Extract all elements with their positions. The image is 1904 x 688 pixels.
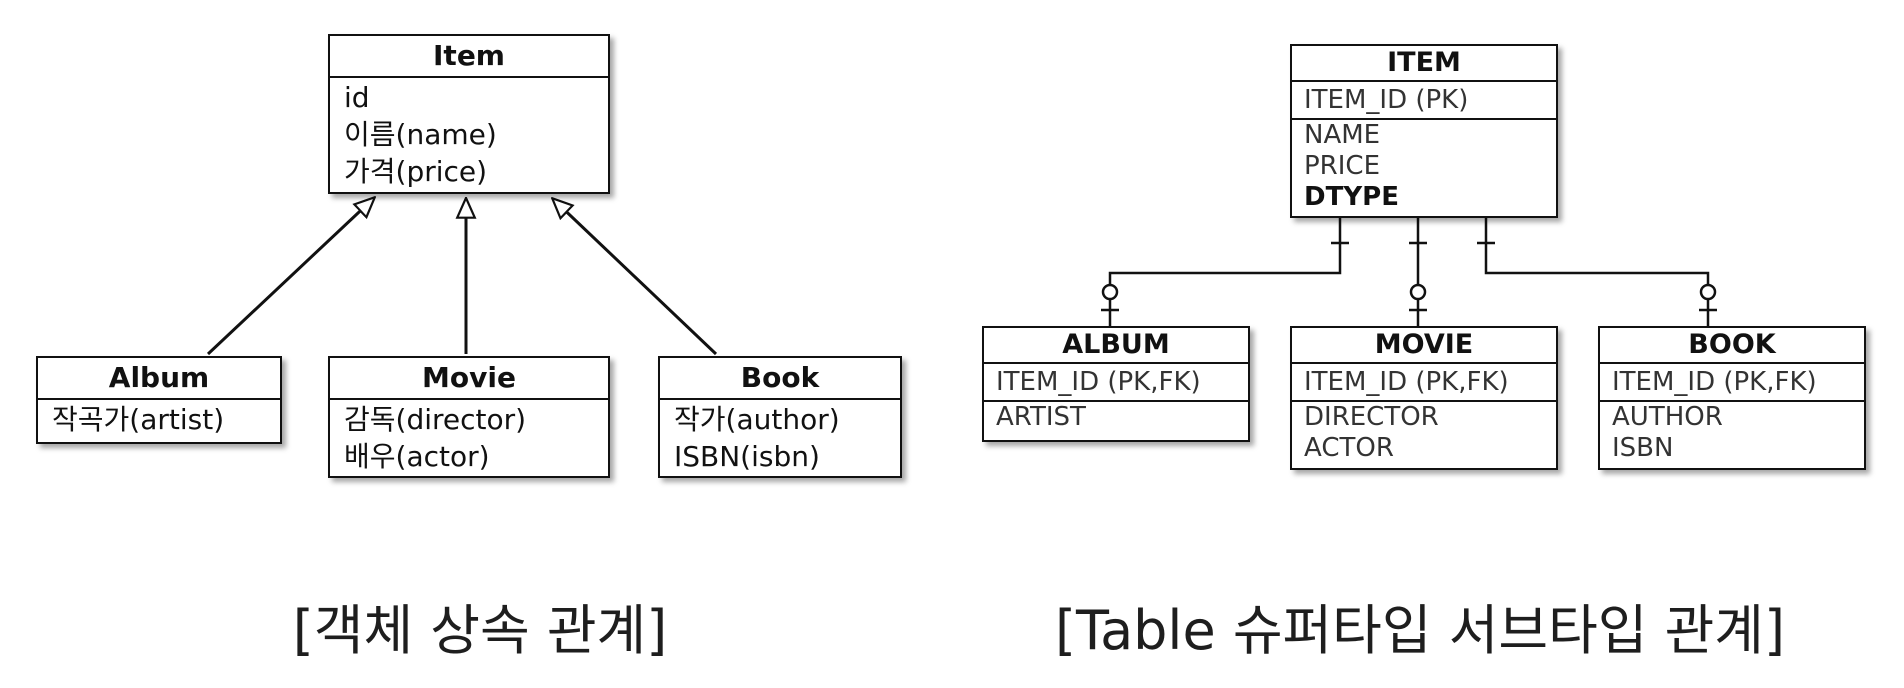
album-table-attributes: ARTIST xyxy=(984,402,1248,433)
erd-relationships xyxy=(1101,218,1717,326)
class-attribute: 작곡가(artist) xyxy=(52,403,225,436)
table-column: ARTIST xyxy=(996,402,1086,432)
table-column: PRICE xyxy=(1304,151,1380,181)
movie-table-title: MOVIE xyxy=(1292,328,1556,364)
table-column: ISBN xyxy=(1612,433,1674,463)
table-column: ACTOR xyxy=(1304,433,1394,463)
item-table-box: ITEM ITEM_ID (PK) NAME PRICE DTYPE xyxy=(1290,44,1558,218)
item-class-box: Item id 이름(name) 가격(price) xyxy=(328,34,610,194)
book-table-key: ITEM_ID (PK,FK) xyxy=(1600,364,1864,402)
book-to-item-arrow xyxy=(553,199,718,356)
item-class-attributes: id 이름(name) 가격(price) xyxy=(330,78,608,191)
book-class-attributes: 작가(author) ISBN(isbn) xyxy=(660,400,900,476)
book-table-title: BOOK xyxy=(1600,328,1864,364)
inheritance-arrows xyxy=(206,198,718,356)
table-model-caption: [Table 슈퍼타입 서브타입 관계] xyxy=(1054,599,1786,662)
movie-class-title: Movie xyxy=(330,358,608,400)
class-attribute: 배우(actor) xyxy=(344,440,490,473)
book-class-title: Book xyxy=(660,358,900,400)
item-table-title: ITEM xyxy=(1292,46,1556,82)
class-attribute: id xyxy=(344,81,370,114)
album-to-item-arrow xyxy=(206,198,374,356)
book-table-attributes: AUTHOR ISBN xyxy=(1600,402,1864,464)
movie-table-box: MOVIE ITEM_ID (PK,FK) DIRECTOR ACTOR xyxy=(1290,326,1558,470)
album-class-title: Album xyxy=(38,358,280,400)
class-attribute: 가격(price) xyxy=(344,155,488,188)
item-table-key: ITEM_ID (PK) xyxy=(1292,82,1556,120)
album-class-attributes: 작곡가(artist) xyxy=(38,400,280,439)
movie-class-box: Movie 감독(director) 배우(actor) xyxy=(328,356,610,478)
item-album-relation xyxy=(1108,218,1342,326)
object-model-caption: [객체 상속 관계] xyxy=(292,599,668,662)
item-table-attributes: NAME PRICE DTYPE xyxy=(1292,120,1556,213)
class-attribute: 작가(author) xyxy=(674,403,840,436)
table-column: NAME xyxy=(1304,120,1381,150)
movie-table-key: ITEM_ID (PK,FK) xyxy=(1292,364,1556,402)
class-attribute: ISBN(isbn) xyxy=(674,440,820,473)
movie-class-attributes: 감독(director) 배우(actor) xyxy=(330,400,608,476)
class-attribute: 이름(name) xyxy=(344,118,497,151)
table-column: DIRECTOR xyxy=(1304,402,1439,432)
table-column-discriminator: DTYPE xyxy=(1304,182,1399,212)
album-table-box: ALBUM ITEM_ID (PK,FK) ARTIST xyxy=(982,326,1250,442)
item-class-title: Item xyxy=(330,36,608,78)
book-class-box: Book 작가(author) ISBN(isbn) xyxy=(658,356,902,478)
movie-table-attributes: DIRECTOR ACTOR xyxy=(1292,402,1556,464)
book-table-box: BOOK ITEM_ID (PK,FK) AUTHOR ISBN xyxy=(1598,326,1866,470)
item-book-relation xyxy=(1484,218,1710,326)
album-class-box: Album 작곡가(artist) xyxy=(36,356,282,444)
table-column: AUTHOR xyxy=(1612,402,1723,432)
class-attribute: 감독(director) xyxy=(344,403,527,436)
album-table-title: ALBUM xyxy=(984,328,1248,364)
album-table-key: ITEM_ID (PK,FK) xyxy=(984,364,1248,402)
